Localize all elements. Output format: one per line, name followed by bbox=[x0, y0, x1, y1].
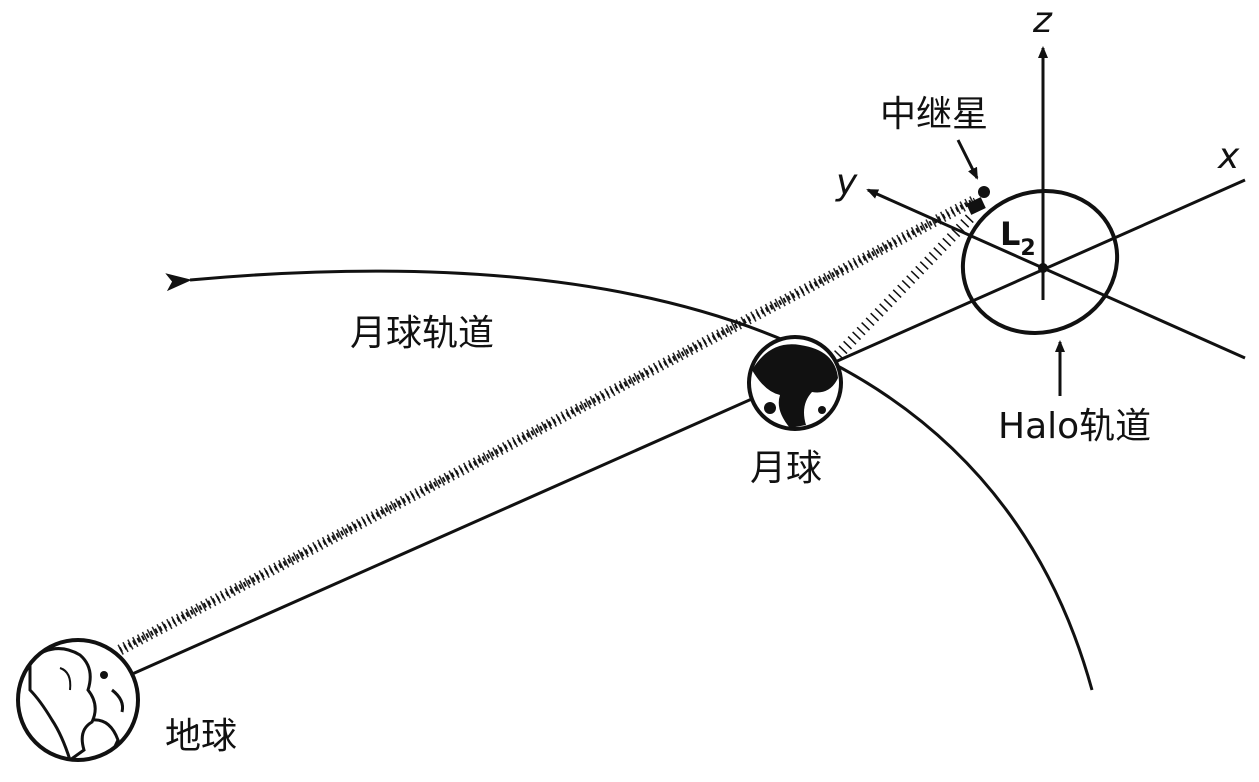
l2-point bbox=[1038, 263, 1048, 273]
earth-moon-line bbox=[129, 178, 1246, 677]
moon-orbit-label: 月球轨道 bbox=[350, 313, 494, 354]
earth-globe-icon bbox=[16, 638, 140, 762]
axis-z-label: z bbox=[1032, 0, 1053, 41]
axis-x-label: x bbox=[1217, 136, 1240, 177]
halo-orbit-ellipse bbox=[960, 189, 1120, 335]
relay-satellite-icon bbox=[966, 186, 990, 215]
halo-orbit-label: Halo轨道 bbox=[998, 406, 1151, 447]
moon-orbit-arc bbox=[165, 269, 1094, 691]
y-axis-extension bbox=[1042, 266, 1246, 360]
relay-satellite-label: 中继星 bbox=[880, 94, 988, 135]
y-axis bbox=[866, 188, 1044, 270]
relay-pointer-arrow bbox=[956, 139, 979, 180]
earth-label: 地球 bbox=[165, 716, 237, 757]
earth-relay-link bbox=[118, 197, 977, 653]
moon-label: 月球 bbox=[750, 448, 822, 489]
l2-label: L2 bbox=[1000, 215, 1036, 261]
axis-y-label: y bbox=[835, 162, 858, 203]
moon-globe-icon bbox=[747, 335, 843, 431]
